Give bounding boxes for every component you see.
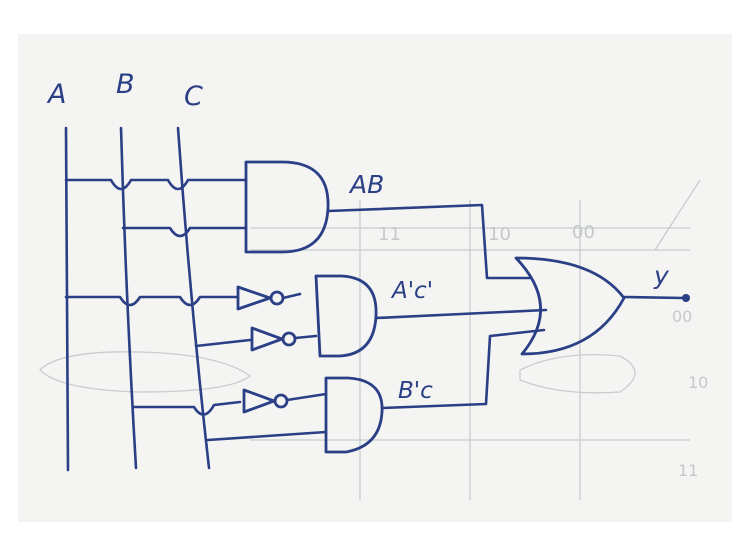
- not-gate-icon: [236, 285, 302, 311]
- faint-row-label-1: 00: [672, 307, 692, 326]
- faint-col-label-2: 10: [488, 224, 511, 245]
- and-gate-icon: [324, 376, 384, 454]
- or-gate-icon: [514, 256, 626, 356]
- output-label-y: y: [653, 261, 670, 290]
- input-label-c: C: [184, 81, 203, 112]
- faint-kmap-grid: 11 10 00 00 10 11: [39, 179, 708, 500]
- faint-row-label-2: 10: [688, 373, 708, 392]
- paper-sheet: [18, 34, 732, 522]
- not-gate-icon: [250, 326, 318, 352]
- wire-and3-to-or: [380, 328, 546, 410]
- wire-and1-to-or: [326, 203, 532, 280]
- input-line-a: [64, 126, 70, 472]
- wire-c-to-and3: [206, 430, 328, 442]
- faint-col-label-3: 00: [572, 222, 595, 243]
- wire-a-to-not1: [64, 295, 238, 307]
- term-label-b-prime-c: B'c: [398, 378, 433, 404]
- input-line-c: [176, 126, 211, 470]
- output-wire-y: [622, 295, 686, 300]
- input-line-b: [119, 126, 138, 470]
- term-label-a-prime-c-prime: A'c': [390, 278, 433, 304]
- not-gate-icon: [242, 388, 328, 414]
- wire-and2-to-or: [374, 308, 548, 320]
- and-gate-icon: [244, 160, 330, 254]
- faint-col-label-1: 11: [378, 224, 401, 245]
- wire-b-to-not3: [132, 400, 242, 416]
- output-node-dot: [682, 294, 690, 302]
- and-gate-icon: [314, 274, 378, 358]
- term-label-ab: AB: [348, 170, 384, 199]
- wire-a-to-and1: [64, 178, 248, 191]
- wire-b-to-and1: [121, 226, 248, 238]
- input-label-b: B: [116, 69, 135, 100]
- faint-row-label-3: 11: [678, 461, 698, 480]
- input-label-a: A: [46, 79, 66, 110]
- wire-c-to-not2: [194, 338, 252, 348]
